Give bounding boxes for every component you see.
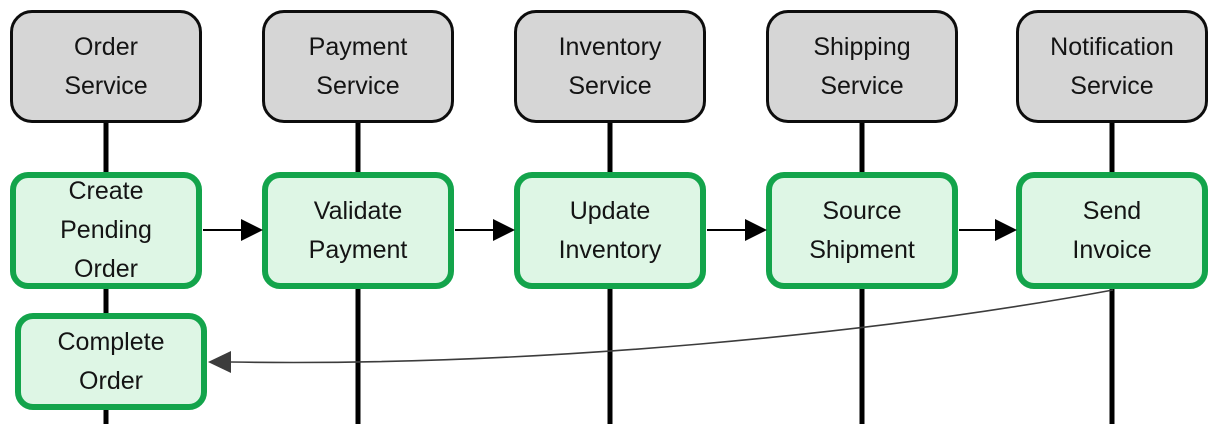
step-box-update-inventory: Update Inventory bbox=[514, 172, 706, 289]
service-label-payment: Payment Service bbox=[308, 32, 408, 100]
step-label-validate-payment: Validate Payment bbox=[308, 196, 408, 264]
service-label-shipping: Shipping Service bbox=[813, 32, 911, 100]
service-box-order: Order Service bbox=[10, 10, 202, 123]
service-box-notification: Notification Service bbox=[1016, 10, 1208, 123]
arrow-update-to-source bbox=[707, 219, 767, 241]
service-label-order: Order Service bbox=[64, 32, 148, 100]
service-label-inventory: Inventory Service bbox=[558, 32, 662, 100]
arrow-validate-to-update bbox=[455, 219, 515, 241]
step-label-source-shipment: Source Shipment bbox=[809, 196, 915, 264]
step-box-validate-payment: Validate Payment bbox=[262, 172, 454, 289]
step-label-update-inventory: Update Inventory bbox=[558, 196, 662, 264]
service-label-notification: Notification Service bbox=[1050, 32, 1174, 100]
step-box-source-shipment: Source Shipment bbox=[766, 172, 958, 289]
arrow-source-to-send bbox=[959, 219, 1017, 241]
service-box-payment: Payment Service bbox=[262, 10, 454, 123]
arrow-create-to-validate bbox=[203, 219, 263, 241]
step-label-complete-order: Complete Order bbox=[57, 327, 165, 395]
service-box-inventory: Inventory Service bbox=[514, 10, 706, 123]
arrow-send-invoice-to-complete-order bbox=[208, 289, 1114, 373]
step-label-create-pending-order: Create Pending Order bbox=[60, 177, 152, 283]
step-label-send-invoice: Send Invoice bbox=[1072, 196, 1152, 264]
step-box-send-invoice: Send Invoice bbox=[1016, 172, 1208, 289]
service-box-shipping: Shipping Service bbox=[766, 10, 958, 123]
step-box-create-pending-order: Create Pending Order bbox=[10, 172, 202, 289]
step-box-complete-order: Complete Order bbox=[15, 313, 207, 410]
